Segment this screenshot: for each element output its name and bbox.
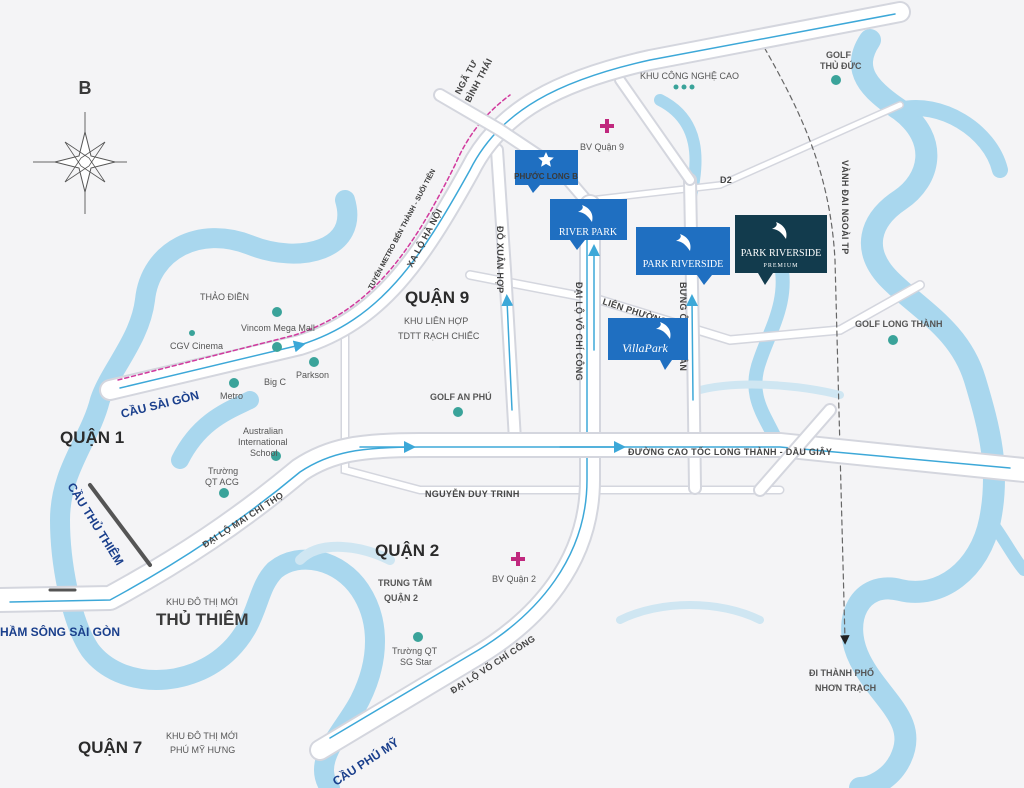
poi-cgv: CGV Cinema: [170, 341, 223, 351]
district-q2: QUẬN 2: [375, 541, 439, 560]
poi-dot-parkson: [309, 357, 319, 367]
poi-dot-big-c: [272, 342, 282, 352]
road-cao-toc: ĐƯỜNG CAO TỐC LONG THÀNH - DẦU GIÂY: [628, 446, 832, 457]
area-tt-q2-2: QUẬN 2: [384, 592, 418, 603]
bridge-ham-song-sai-gon: HẦM SÔNG SÀI GÒN: [0, 624, 120, 639]
compass-rose: B: [33, 78, 127, 214]
poi-australian-3: School: [250, 448, 278, 458]
poi-dot-cgv: [189, 330, 195, 336]
road-vo-chi-cong-n: ĐẠI LỘ VÕ CHÍ CÔNG: [574, 282, 585, 381]
project-label-park-riverside-premium-1: PARK RIVERSIDE: [741, 248, 821, 259]
compass-north-label: B: [79, 78, 92, 98]
poi-australian-2: International: [238, 437, 288, 447]
poi-bigc: Big C: [264, 377, 287, 387]
district-q9: QUẬN 9: [405, 288, 469, 307]
leaf-logo-icon: [772, 222, 787, 239]
poi-australian-1: Australian: [243, 426, 283, 436]
poi-golf-thu-duc-2: THỦ ĐỨC: [820, 60, 862, 71]
poi-dot-australian: [271, 451, 281, 461]
hospital-q2-icon: [511, 552, 525, 566]
hospital-q9-icon: [600, 119, 614, 133]
area-khu-lien-hop-2: TDTT RẠCH CHIẾC: [398, 331, 480, 341]
poi-dot-acg: [219, 488, 229, 498]
leaf-logo-icon: [578, 205, 593, 222]
poi-dot-thao-dien: [272, 307, 282, 317]
area-khu-cnc: KHU CÔNG NGHỆ CAO: [640, 71, 739, 81]
road-do-xuan-hop: ĐỖ XUÂN HỢP: [495, 226, 506, 293]
poi-dot-sg-star: [413, 632, 423, 642]
project-pin-phuoc-long-b[interactable]: PHƯỚC LONG B: [514, 150, 578, 193]
poi-vincom: Vincom Mega Mall: [241, 323, 315, 333]
poi-dot-metro: [229, 378, 239, 388]
project-pin-villa-park[interactable]: VillaPark: [608, 318, 688, 370]
poi-golf-an-phu: GOLF AN PHÚ: [430, 391, 492, 402]
poi-acg-1: Trường: [208, 466, 238, 476]
star-icon: [538, 152, 554, 167]
road-vanh-dai: VÀNH ĐAI NGOÀI TP: [840, 160, 850, 255]
district-q7: QUẬN 7: [78, 738, 142, 757]
saigon-river: [50, 190, 385, 788]
project-pin-park-riverside[interactable]: PARK RIVERSIDE: [636, 227, 730, 285]
poi-markers: [189, 75, 898, 642]
poi-sgstar-2: SG Star: [400, 657, 432, 667]
area-khu-lien-hop-1: KHU LIÊN HỢP: [404, 316, 468, 326]
poi-parkson: Parkson: [296, 370, 329, 380]
project-pin-river-park[interactable]: RIVER PARK: [550, 199, 627, 250]
area-pmh-2: PHÚ MỸ HƯNG: [170, 745, 235, 755]
area-tt-q2-1: TRUNG TÂM: [378, 577, 432, 588]
area-pmh-1: KHU ĐÔ THỊ MỚI: [166, 731, 238, 741]
project-label-villa-park: VillaPark: [622, 341, 668, 355]
road-nguyen-duy-trinh: NGUYỄN DUY TRINH: [425, 488, 520, 499]
project-pin-park-riverside-premium[interactable]: PARK RIVERSIDE PREMIUM: [735, 215, 827, 285]
poi-dot-golf-an-phu: [453, 407, 463, 417]
area-ktm-thu-thiem: KHU ĐÔ THỊ MỚI: [166, 597, 238, 607]
poi-bv-q2: BV Quận 2: [492, 574, 536, 584]
area-thao-dien: THẢO ĐIỀN: [200, 291, 249, 302]
leaf-logo-icon: [676, 234, 691, 251]
project-label-phuoc-long-b: PHƯỚC LONG B: [514, 172, 578, 181]
leaf-logo-icon: [656, 322, 671, 339]
road-d2: D2: [720, 175, 732, 185]
poi-dot-golf-thu-duc: [831, 75, 841, 85]
poi-acg-2: QT ACG: [205, 477, 239, 487]
khu-cnc-dots-icon: [673, 84, 695, 90]
poi-golf-long-thanh: GOLF LONG THÀNH: [855, 319, 943, 329]
poi-metro: Metro: [220, 391, 243, 401]
poi-dot-golf-long-thanh: [888, 335, 898, 345]
area-thu-thiem: THỦ THIÊM: [156, 610, 249, 629]
poi-golf-thu-duc-1: GOLF: [826, 50, 851, 60]
main-roads: [0, 1, 1024, 761]
poi-bv-q9: BV Quận 9: [580, 142, 624, 152]
dong-nai-river: [841, 29, 1005, 788]
project-label-river-park: RIVER PARK: [559, 227, 618, 238]
district-q1: QUẬN 1: [60, 428, 124, 447]
poi-sgstar-1: Trường QT: [392, 646, 438, 656]
project-label-park-riverside-premium-2: PREMIUM: [763, 263, 798, 269]
project-label-park-riverside: PARK RIVERSIDE: [643, 259, 723, 270]
area-nhon-trach-2: NHƠN TRẠCH: [815, 683, 876, 693]
area-nhon-trach-1: ĐI THÀNH PHỐ: [809, 667, 874, 678]
rivers: [50, 29, 1024, 788]
